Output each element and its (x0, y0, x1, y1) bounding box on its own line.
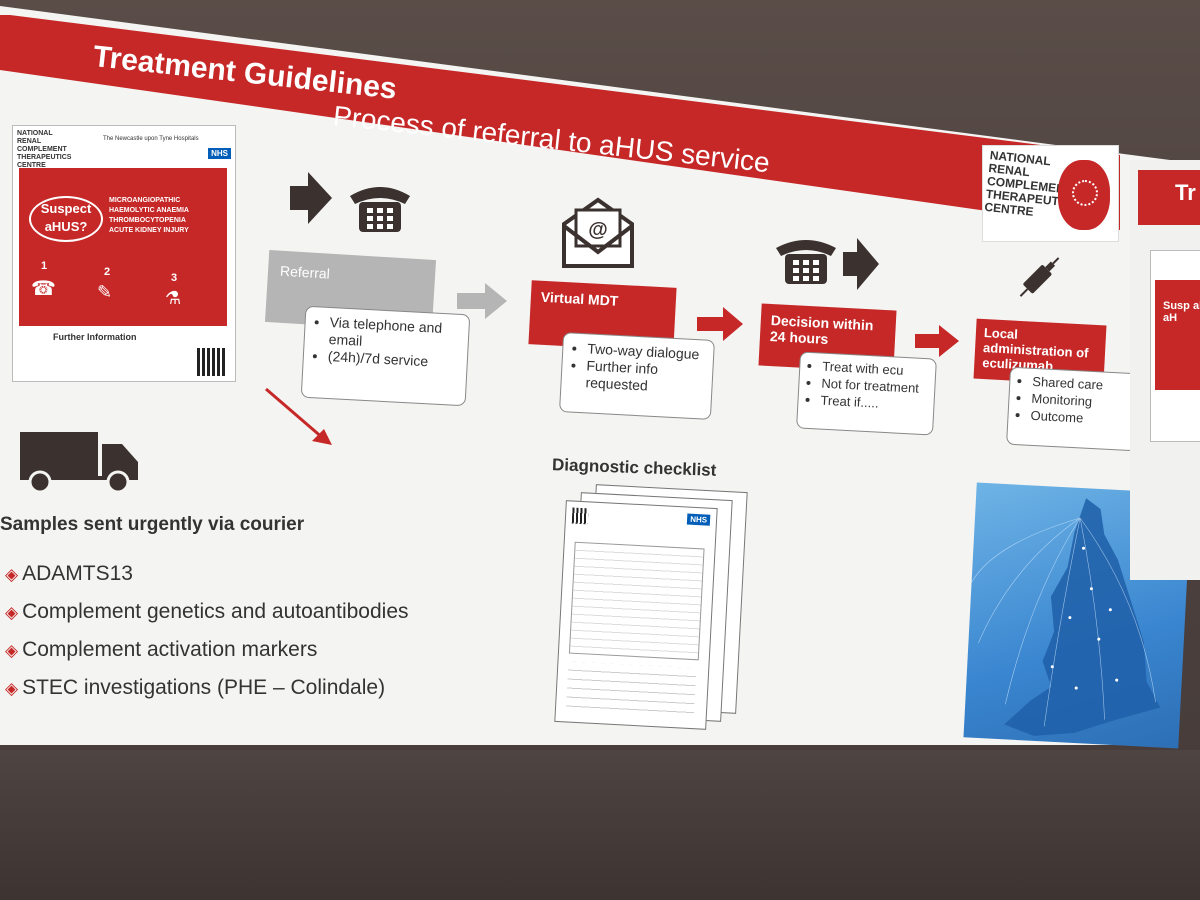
mdt-details: Two-way dialogue Further info requested (559, 332, 715, 420)
telephone-icon: ☎ (31, 278, 56, 300)
clipboard-icon: ✎ (97, 282, 113, 302)
mdt-item: Further info requested (585, 357, 703, 397)
telephone-icon (350, 187, 410, 232)
diamond-bullet-icon: ◈ (5, 565, 19, 584)
adjacent-poster-text: Susp al aH (1163, 300, 1200, 324)
arrow-down-right-icon (265, 387, 332, 445)
sample-text: ADAMTS13 (22, 562, 133, 585)
room-floor (0, 750, 1200, 900)
poster-criterion: MICROANGIOPATHIC HAEMOLYTIC ANAEMIA (109, 197, 189, 214)
arrow-right-icon (290, 172, 332, 224)
sample-item: ◈Complement genetics and autoantibodies (5, 600, 409, 624)
poster-nhs-badge: NHS (208, 148, 231, 159)
syringe-icon (1019, 257, 1060, 297)
test-tube-icon: ⚗ (165, 288, 182, 308)
adjacent-slide: Tr Susp al aH (1130, 160, 1200, 580)
poster-step: 3 (171, 272, 178, 284)
england-wales-map-icon (971, 498, 1161, 736)
envelope-at-icon: @ (562, 197, 634, 268)
decision-details: Treat with ecu Not for treatment Treat i… (796, 351, 937, 436)
poster-criterion: THROMBOCYTOPENIA (109, 217, 186, 224)
poster-red-panel: Suspect aHUS? MICROANGIOPATHIC HAEMOLYTI… (19, 168, 227, 326)
checklist-pages: NHS (554, 484, 748, 738)
sample-text: Complement genetics and autoantibodies (22, 600, 409, 623)
poster-step: 1 (41, 260, 48, 272)
suspect-ahus-poster: NATIONAL RENAL COMPLEMENT THERAPEUTICS C… (12, 125, 236, 382)
samples-heading: Samples sent urgently via courier (0, 514, 305, 535)
checklist-footer-lines (565, 661, 697, 719)
sample-item: ◈Complement activation markers (5, 638, 317, 662)
referral-title: Referral (279, 262, 331, 282)
telephone-icon (776, 240, 836, 284)
adjacent-title-fragment: Tr (1175, 180, 1196, 205)
checklist-form-area (568, 541, 705, 661)
arrow-right-icon (697, 307, 743, 341)
arrow-right-icon (457, 283, 507, 319)
qr-code-icon (571, 507, 589, 525)
sample-item: ◈ADAMTS13 (5, 562, 133, 586)
diamond-bullet-icon: ◈ (5, 641, 19, 660)
diamond-bullet-icon: ◈ (5, 603, 19, 622)
sample-text: Complement activation markers (22, 638, 318, 661)
checklist-sheet-front: NHS (554, 500, 718, 730)
sample-item: ◈STEC investigations (PHE – Colindale) (5, 676, 385, 700)
kidney-logo-icon (1058, 160, 1110, 230)
poster-trust: The Newcastle upon Tyne Hospitals (103, 136, 199, 142)
adjacent-title-band (1138, 170, 1200, 225)
truck-icon (20, 432, 138, 494)
poster-step: 2 (104, 266, 111, 278)
sample-text: STEC investigations (PHE – Colindale) (22, 676, 386, 699)
uk-map-image (963, 482, 1192, 749)
ncrtc-logo: NATIONAL RENAL COMPLEMENT THERAPEUTICS C… (982, 145, 1119, 242)
logo-text: NATIONAL RENAL COMPLEMENT THERAPEUTICS C… (983, 148, 1080, 219)
diamond-bullet-icon: ◈ (5, 679, 19, 698)
checklist-nhs-badge: NHS (686, 513, 711, 526)
poster-header: NATIONAL RENAL COMPLEMENT THERAPEUTICS C… (17, 130, 72, 169)
svg-text:@: @ (588, 219, 608, 241)
poster-criterion: ACUTE KIDNEY INJURY (109, 227, 189, 234)
local-admin-details: Shared care Monitoring Outcome (1006, 366, 1140, 452)
qr-code-icon (197, 348, 225, 376)
poster-further-info: Further Information (53, 332, 137, 342)
poster-criteria: MICROANGIOPATHIC HAEMOLYTIC ANAEMIA THRO… (109, 196, 227, 236)
poster-bubble: Suspect aHUS? (29, 196, 103, 242)
arrow-right-icon (915, 325, 959, 357)
adjacent-poster-red: Susp al aH (1155, 280, 1200, 390)
arrow-right-icon (843, 238, 879, 290)
